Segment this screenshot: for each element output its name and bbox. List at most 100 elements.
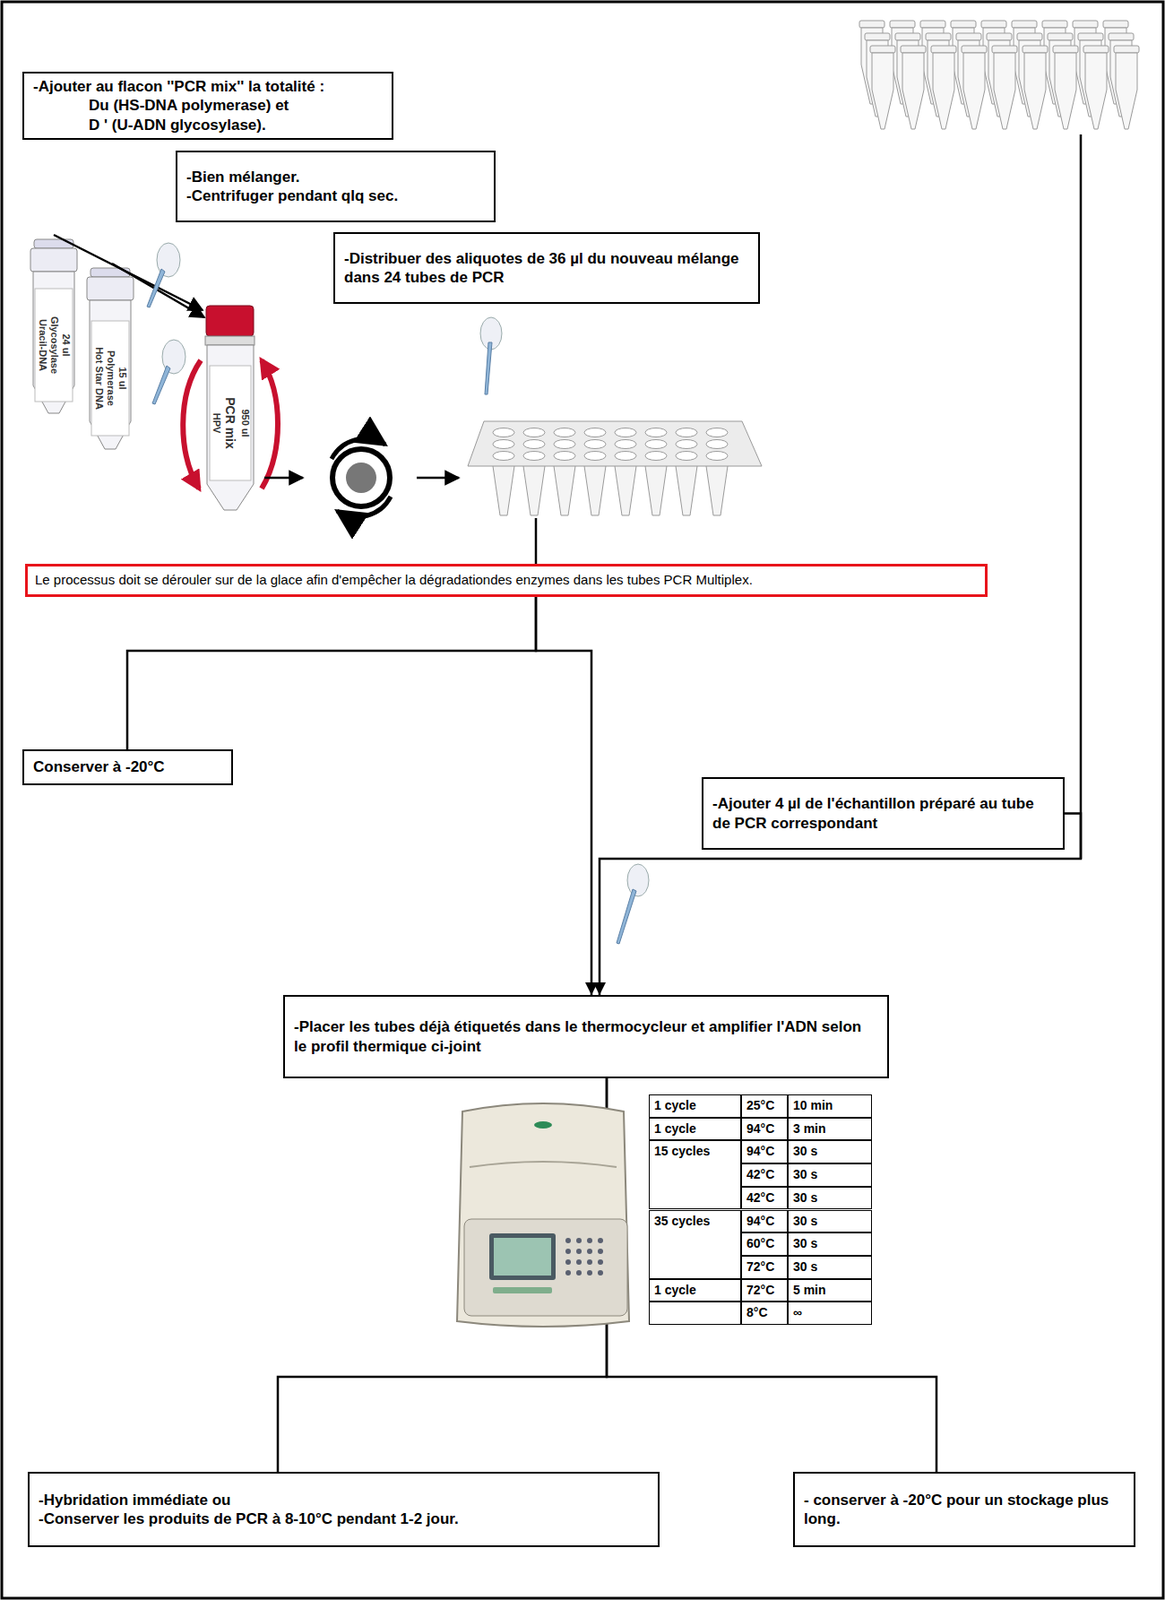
uracil-tube — [30, 239, 78, 414]
table-cell-text: 3 min — [793, 1121, 867, 1137]
tube-cap — [30, 248, 78, 272]
box-text: -Hybridation immédiate ou — [38, 1490, 649, 1510]
table-cell-text: 42°C — [746, 1166, 783, 1183]
tube-label-text: PCR mix — [224, 396, 237, 449]
pcr-plate — [467, 421, 762, 518]
tube-label-text: HPV — [211, 413, 222, 434]
table-cell: 30 s — [787, 1209, 872, 1234]
tube — [1022, 45, 1048, 130]
table-cell-text: ∞ — [793, 1304, 867, 1321]
tube-label-text: Uracil-DNA — [37, 319, 48, 372]
table-cell-text: 1 cycle — [654, 1282, 736, 1298]
step-arrow — [264, 476, 303, 480]
table-cell-text: 94°C — [746, 1213, 783, 1229]
table-cell: 10 min — [787, 1094, 872, 1118]
tube-label-text: 950 ul — [240, 408, 251, 437]
box-text: -Ajouter 4 µl de l'échantillon préparé a… — [712, 793, 1054, 833]
table-cell-text: 72°C — [746, 1282, 783, 1298]
process-box: -Distribuer des aliquotes de 36 µl du no… — [333, 232, 760, 304]
table-cell-text: 10 min — [793, 1097, 867, 1114]
connector — [127, 596, 536, 750]
table-cell: 8°C — [741, 1301, 788, 1325]
table-cell-text: 30 s — [793, 1213, 867, 1229]
table-cell-text: 5 min — [793, 1282, 867, 1298]
table-cell — [648, 1301, 742, 1325]
thermal-profile-table: 1 cycle 25°C 10 min 1 cycle 94°C 3 min 15 cycl… — [648, 1094, 872, 1325]
strip-line — [1079, 134, 1083, 859]
table-cell-text: 42°C — [746, 1190, 783, 1206]
pipette — [152, 339, 186, 405]
box-text: -Ajouter au flacon ''PCR mix'' la totali… — [33, 77, 383, 96]
tube — [870, 45, 896, 130]
table-cell-text: 35 cycles — [654, 1213, 736, 1229]
table-cell: 94°C — [741, 1117, 788, 1141]
table-cell-text: 1 cycle — [654, 1121, 736, 1137]
tube-label-text: 24 ul — [60, 333, 71, 356]
table-cell-text: 15 cycles — [654, 1143, 736, 1159]
table-cell-text: 30 s — [793, 1235, 867, 1252]
table-cell-text: 72°C — [746, 1259, 783, 1275]
tube-strip — [859, 20, 1140, 130]
table-cell: 30 s — [787, 1139, 872, 1164]
flow-line — [535, 517, 538, 564]
tube — [1083, 45, 1109, 130]
tube-label-text: 15 ul — [117, 366, 128, 389]
box-text: Du (HS-DNA polymerase) et — [88, 95, 383, 115]
centrifuge-icon — [331, 438, 391, 517]
tube-cap — [86, 276, 134, 301]
table-cell: 5 min — [787, 1278, 872, 1303]
mix-arrow — [182, 360, 201, 489]
tube — [992, 45, 1018, 130]
tube-label-text: Hot Star DNA — [94, 346, 104, 410]
pcr-mix-tube — [205, 305, 255, 510]
box-text: -Bien mélanger. — [186, 167, 485, 187]
thermocycler — [457, 1103, 630, 1327]
table-cell: 1 cycle — [648, 1094, 742, 1118]
tube-label-text: Polymerase — [105, 350, 116, 406]
connector — [606, 1078, 937, 1472]
tube-label — [34, 288, 73, 402]
table-cell: ∞ — [787, 1301, 872, 1325]
table-cell: 25°C — [741, 1094, 788, 1118]
table-cell-text: 25°C — [746, 1097, 783, 1114]
pipette — [480, 317, 502, 395]
box-text: - conserver à -20°C pour un stockage plu… — [803, 1490, 1125, 1529]
tube-body — [33, 271, 75, 414]
tube — [900, 45, 926, 130]
box-text: -Distribuer des aliquotes de 36 µl du no… — [344, 249, 750, 288]
process-box: -Ajouter au flacon ''PCR mix'' la totali… — [22, 71, 394, 140]
pour-arrow — [112, 263, 205, 318]
mix-arrow — [261, 360, 278, 489]
table-cell: 1 cycle — [648, 1278, 742, 1303]
connector — [535, 596, 592, 995]
process-box: -Ajouter 4 µl de l'échantillon préparé a… — [701, 776, 1065, 850]
table-cell: 94°C — [741, 1139, 788, 1164]
table-cell: 30 s — [787, 1232, 872, 1256]
table-cell-text: 30 s — [793, 1259, 867, 1275]
process-box: - conserver à -20°C pour un stockage plu… — [793, 1471, 1136, 1547]
table-cell: 15 cycles — [648, 1139, 742, 1209]
tube — [961, 45, 987, 130]
table-cell: 1 cycle — [648, 1117, 742, 1141]
table-cell-text: 94°C — [746, 1143, 783, 1159]
table-cell-text: 60°C — [746, 1235, 783, 1252]
table-cell-text: 1 cycle — [654, 1097, 736, 1114]
table-cell-text: 8°C — [746, 1304, 783, 1321]
tube-ring — [205, 336, 255, 346]
box-text: -Placer les tubes déjà étiquetés dans le… — [293, 1017, 879, 1056]
table-cell: 72°C — [741, 1278, 788, 1303]
table-cell: 3 min — [787, 1117, 872, 1141]
table-cell-text: 30 s — [793, 1190, 867, 1206]
table-cell: 30 s — [787, 1163, 872, 1187]
table-cell: 94°C — [741, 1209, 788, 1234]
table-cell-text: 30 s — [793, 1143, 867, 1159]
tube-body — [89, 300, 131, 449]
box-text: D ' (U-ADN glycosylase). — [88, 115, 383, 135]
box-text: -Conserver les produits de PCR à 8-10°C … — [38, 1509, 649, 1528]
hotstar-tube — [86, 267, 134, 449]
process-box: Conserver à -20°C — [22, 749, 233, 786]
table-cell-text: 94°C — [746, 1121, 783, 1137]
warning-box: Le processus doit se dérouler sur de la … — [25, 563, 988, 597]
